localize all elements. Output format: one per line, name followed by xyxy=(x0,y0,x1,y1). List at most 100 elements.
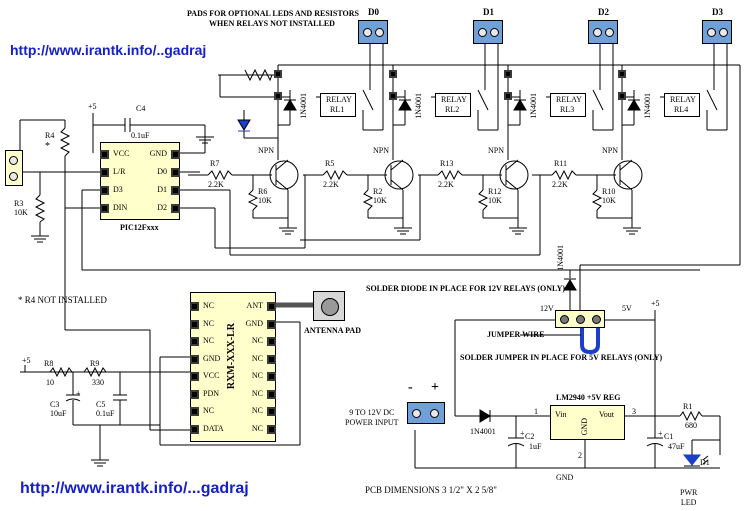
output-label-2: D2 xyxy=(598,7,609,17)
stage-1-transistor-emitter xyxy=(390,179,404,191)
output-terminal-0-pin2 xyxy=(375,28,384,37)
r1-value: 680 xyxy=(685,421,697,430)
pwr-led-label-line2: LED xyxy=(680,498,697,507)
stage-2-transistor-collector xyxy=(505,159,519,171)
rxm-right-pad-0 xyxy=(267,302,276,311)
output-terminal-1[interactable] xyxy=(473,20,503,44)
r8-value: 10 xyxy=(46,378,54,387)
output-label-1: D1 xyxy=(483,7,494,17)
rb-value-1: 2.2K xyxy=(323,180,339,189)
rxm-right-pad-1 xyxy=(267,319,276,329)
re-value-3: 10K xyxy=(602,196,616,205)
rxm-left-pad-2 xyxy=(190,337,199,346)
pic-right-label-0: GND xyxy=(149,149,167,158)
r9-ref: R9 xyxy=(90,359,100,368)
stage-1-transistor-collector xyxy=(390,159,404,171)
reg-vin: Vin xyxy=(555,410,567,419)
stage-0-transistor-circle xyxy=(269,160,299,190)
rb-ref-1: R5 xyxy=(325,159,335,168)
pic-left-pad-1 xyxy=(100,168,109,177)
rxm-right-label-6: NC xyxy=(251,406,263,415)
optional-pad-a-0 xyxy=(274,70,282,78)
rxm-right-pad-7 xyxy=(267,424,276,434)
relay-label-3: RELAY xyxy=(670,95,696,104)
label-12v: 12V xyxy=(540,304,554,313)
c2-value: 1uF xyxy=(529,442,542,451)
pic-left-label-0: VCC xyxy=(113,149,130,158)
re-value-0: 10K xyxy=(258,196,272,205)
c3-ref: C3 xyxy=(50,400,60,409)
optional-pad-b-0 xyxy=(274,92,282,100)
optional-pad-a-1 xyxy=(389,70,397,78)
stage-2-contact-arm xyxy=(592,89,604,111)
pic-left-label-2: D3 xyxy=(113,185,123,194)
jumper-pin-3 xyxy=(592,315,601,324)
reg-pin3: 3 xyxy=(632,407,636,416)
rxm-right-label-7: NC xyxy=(251,423,263,433)
label-5v: 5V xyxy=(622,304,632,313)
pic-right-label-3: D2 xyxy=(157,203,167,212)
relay-label-1: RELAY xyxy=(441,95,467,104)
rxm-supply-label: +5 xyxy=(22,356,31,365)
re-ref-0: R6 xyxy=(258,187,268,196)
power-input-label: 9 TO 12V DC POWER INPUT xyxy=(345,408,399,428)
jumper-wire-label: JUMPER WIRE xyxy=(487,330,545,339)
jumper-pin-2 xyxy=(576,315,585,324)
rxm-right-pad-2 xyxy=(267,337,276,346)
relay-box-0 xyxy=(320,93,356,117)
stage-1-re-zigzag xyxy=(362,189,374,211)
rxm-right-pad-4 xyxy=(267,372,276,381)
pic-right-label-2: D1 xyxy=(157,185,167,194)
rxm-left-label-7: DATA xyxy=(203,423,224,433)
pic-vcc-label: +5 xyxy=(88,102,97,111)
rxm-right-label-1: GND xyxy=(245,318,263,328)
optional-pad-b-2 xyxy=(504,92,512,100)
optional-pad-a-3 xyxy=(618,70,626,78)
jumper-note: SOLDER JUMPER IN PLACE FOR 5V RELAYS (ON… xyxy=(460,353,663,362)
rxm-left-pad-6 xyxy=(190,407,199,416)
r9-value: 330 xyxy=(92,378,104,387)
output-terminal-2-pin2 xyxy=(605,28,614,37)
relay-diode-0: 1N4001 xyxy=(299,93,308,119)
pic-right-label-1: D0 xyxy=(157,167,167,176)
stage-0-rb-zigzag xyxy=(207,169,233,181)
rxm-left-pad-4 xyxy=(190,372,199,381)
rb-ref-0: R7 xyxy=(210,159,220,168)
power-connector-pin1 xyxy=(412,409,421,418)
rxm-left-pad-5 xyxy=(190,389,199,399)
relay-label-0: RELAY xyxy=(326,95,352,104)
relay-label-2: RELAY xyxy=(556,95,582,104)
r1-ref: R1 xyxy=(683,402,693,411)
stage-2-diode-symbol xyxy=(513,99,527,111)
output-terminal-3[interactable] xyxy=(702,20,732,44)
relay-stages xyxy=(188,35,728,235)
c5-value: 0.1uF xyxy=(96,409,115,418)
jumper-header[interactable] xyxy=(555,310,605,328)
antenna-pad-hole xyxy=(321,298,339,316)
power-plus: + xyxy=(431,380,439,395)
re-value-1: 10K xyxy=(373,196,387,205)
output-terminal-2[interactable] xyxy=(588,20,618,44)
input-connector xyxy=(5,150,23,186)
url-bottom[interactable]: http://www.irantk.info/...gadraj xyxy=(20,480,249,497)
relay-diode-1: 1N4001 xyxy=(414,93,423,119)
pcb-dimensions: PCB DIMENSIONS 3 1/2" X 2 5/8" xyxy=(365,485,497,495)
c1-value: 47uF xyxy=(668,442,685,451)
r4-ref: R4 xyxy=(45,131,55,140)
regulator: Vin Vout GND xyxy=(550,405,625,440)
pic-right-pad-3 xyxy=(171,204,180,213)
jumper-plus5: +5 xyxy=(651,299,660,308)
output-terminal-0[interactable] xyxy=(358,20,388,44)
stage-3-re-zigzag xyxy=(591,189,603,211)
antenna-label: ANTENNA PAD xyxy=(304,326,361,335)
re-ref-2: R12 xyxy=(488,187,502,196)
stage-3-transistor-collector xyxy=(619,159,633,171)
stage-0-re-zigzag xyxy=(247,189,259,211)
rb-ref-2: R13 xyxy=(440,159,454,168)
c5-ref: C5 xyxy=(96,400,106,409)
optional-pads-note-line2: WHEN RELAYS NOT INSTALLED xyxy=(209,19,335,28)
url-top[interactable]: http://www.irantk.info/..gadraj xyxy=(10,42,207,58)
gnd-label: GND xyxy=(556,473,574,482)
